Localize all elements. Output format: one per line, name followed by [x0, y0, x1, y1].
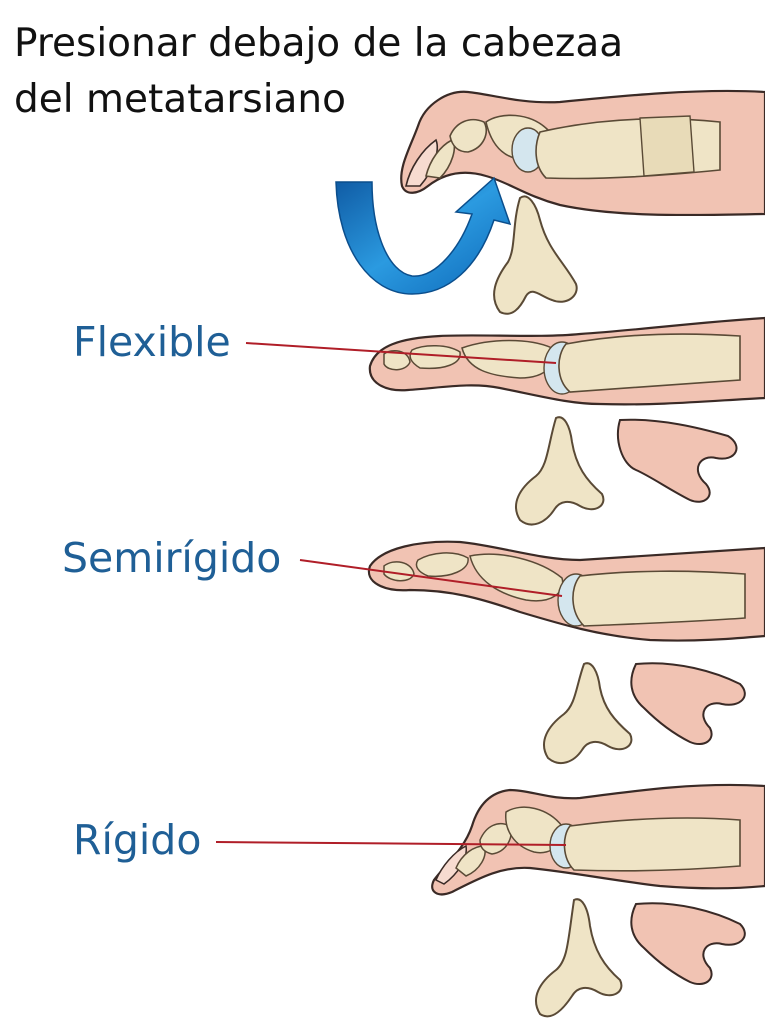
- hand-fingers: [631, 903, 745, 984]
- label-rigido: Rígido: [73, 816, 201, 864]
- pressing-finger: [536, 899, 621, 1016]
- toe-panel-rigido: [432, 785, 765, 1016]
- toe-panel-semirigido: [369, 542, 765, 763]
- next-bone: [640, 116, 694, 176]
- hand-fingers: [618, 420, 737, 502]
- hand-fingers: [631, 663, 745, 744]
- toe-panel-flexible: [370, 318, 765, 525]
- label-semirigido: Semirígido: [62, 534, 281, 582]
- metatarsal: [573, 571, 745, 626]
- toe-panel-pressing: [336, 91, 765, 314]
- metatarsal: [564, 818, 740, 871]
- curved-arrow-up-icon: [336, 178, 510, 294]
- label-flexible: Flexible: [73, 318, 231, 366]
- pressing-finger: [544, 663, 631, 763]
- pressing-finger: [516, 417, 603, 524]
